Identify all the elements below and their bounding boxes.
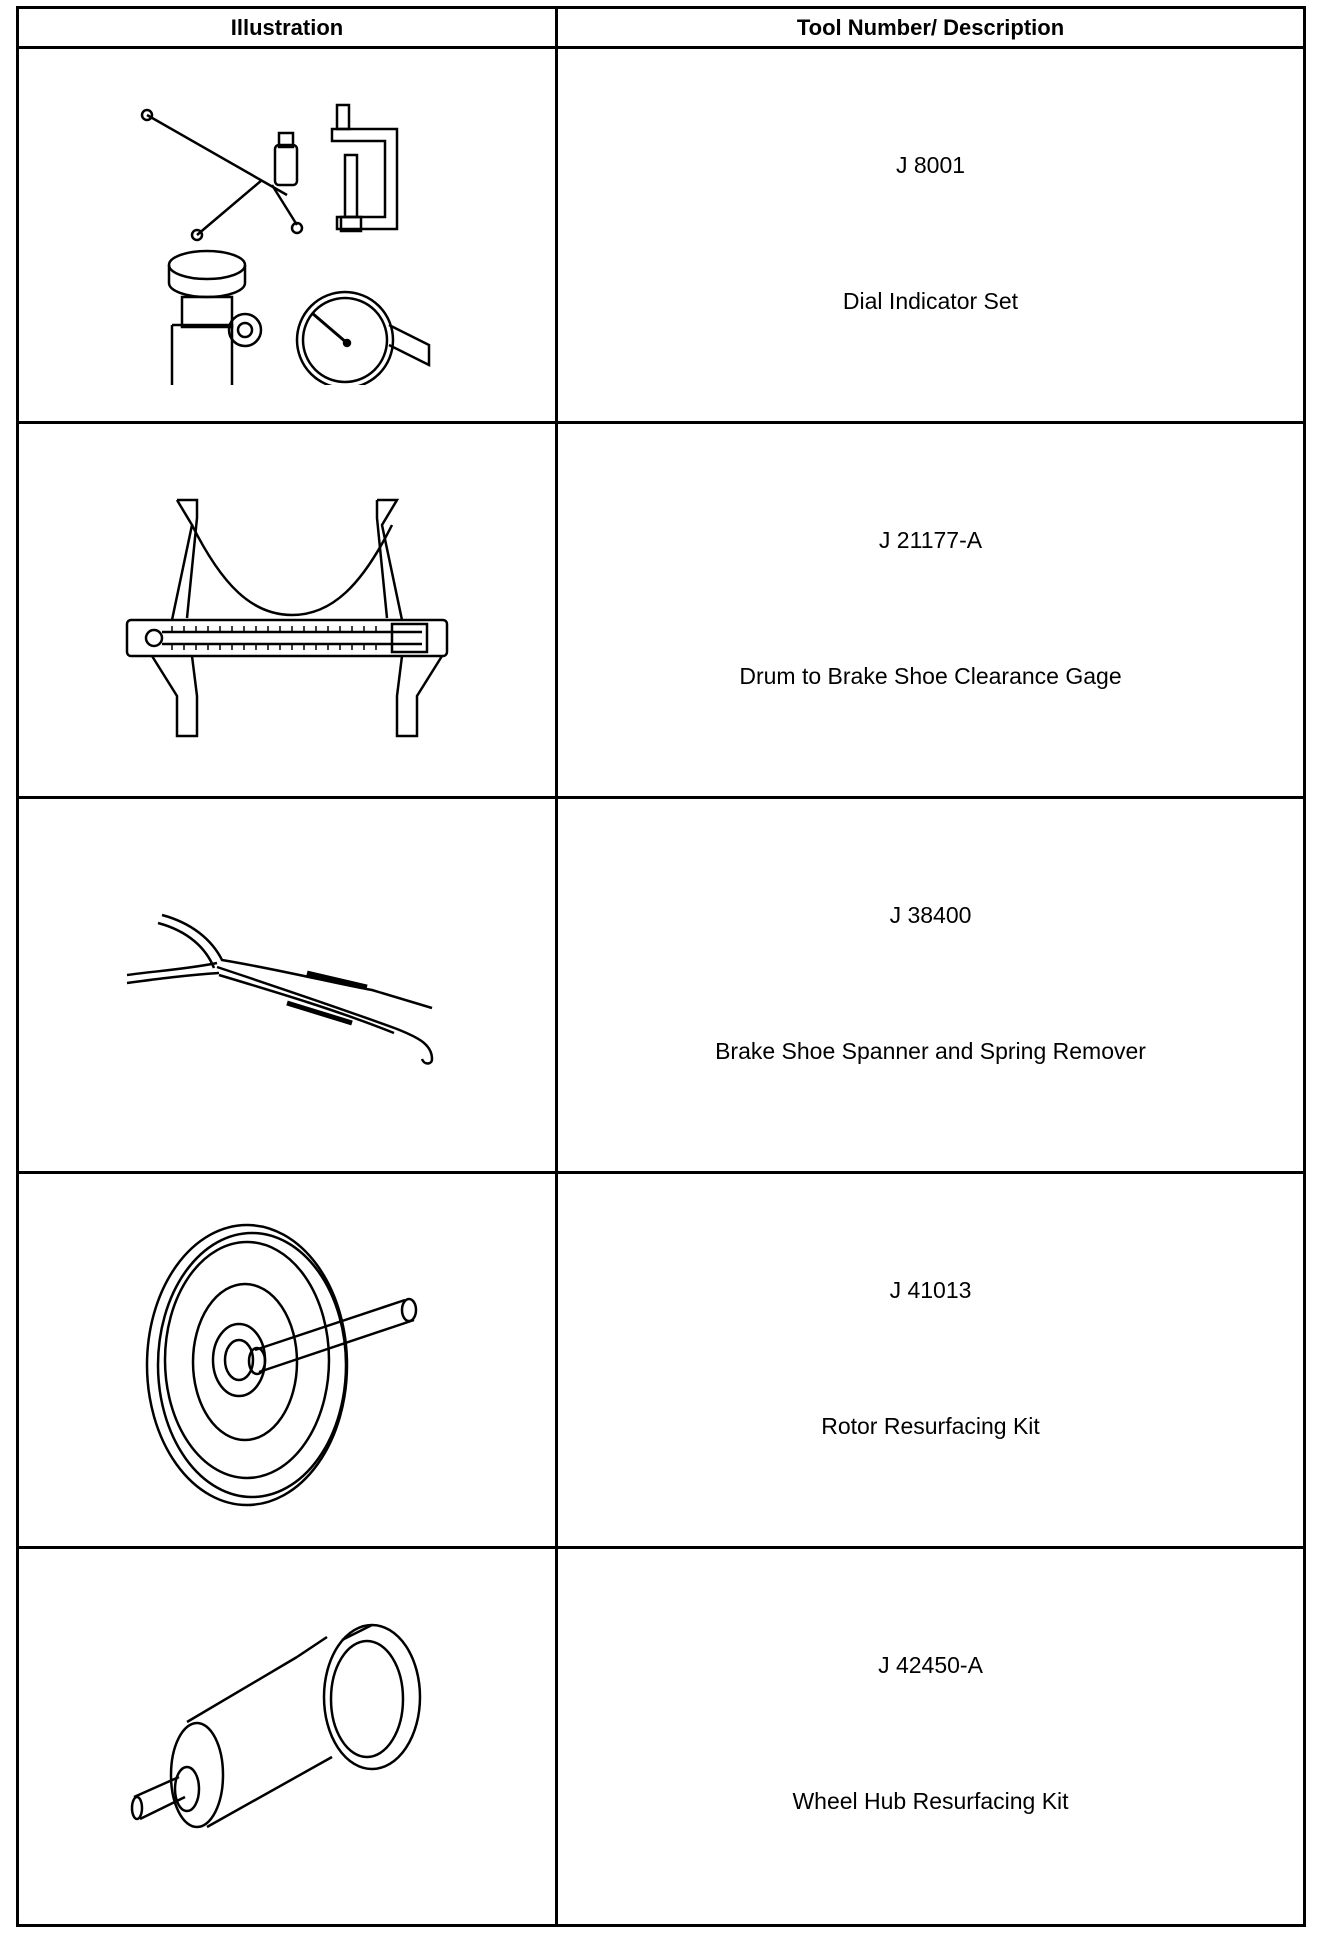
illustration-cell: [19, 49, 558, 424]
tool-description: Wheel Hub Resurfacing Kit: [792, 1788, 1069, 1814]
tool-table: Illustration Tool Number/ Description: [16, 6, 1306, 1927]
illustration-cell: [19, 424, 558, 799]
tool-description: Brake Shoe Spanner and Spring Remover: [715, 1038, 1146, 1064]
header-illustration: Illustration: [19, 9, 558, 49]
illustration-cell: [19, 1549, 558, 1924]
description-cell: J 21177-A Drum to Brake Shoe Clearance G…: [558, 424, 1303, 799]
illustration-cell: [19, 799, 558, 1174]
tool-description: Rotor Resurfacing Kit: [821, 1413, 1040, 1439]
tool-description: Dial Indicator Set: [842, 288, 1019, 314]
clearance-gage-icon: [122, 480, 452, 740]
wheel-hub-resurfacing-kit-icon: [127, 1617, 447, 1857]
description-cell: J 38400 Brake Shoe Spanner and Spring Re…: [558, 799, 1303, 1174]
header-tool-number-description: Tool Number/ Description: [558, 9, 1303, 49]
illustration-cell: [19, 1174, 558, 1549]
tool-number: J 8001: [895, 152, 966, 178]
tool-number: J 21177-A: [878, 527, 983, 553]
rotor-resurfacing-kit-icon: [137, 1210, 437, 1510]
tool-description: Drum to Brake Shoe Clearance Gage: [739, 663, 1122, 689]
description-cell: J 41013 Rotor Resurfacing Kit: [558, 1174, 1303, 1549]
description-cell: J 8001 Dial Indicator Set: [558, 49, 1303, 424]
tool-number: J 38400: [889, 902, 972, 928]
dial-indicator-set-icon: [127, 85, 447, 385]
tool-number: J 42450-A: [878, 1652, 983, 1678]
spanner-spring-remover-icon: [122, 905, 452, 1065]
tool-number: J 41013: [889, 1277, 972, 1303]
description-cell: J 42450-A Wheel Hub Resurfacing Kit: [558, 1549, 1303, 1924]
